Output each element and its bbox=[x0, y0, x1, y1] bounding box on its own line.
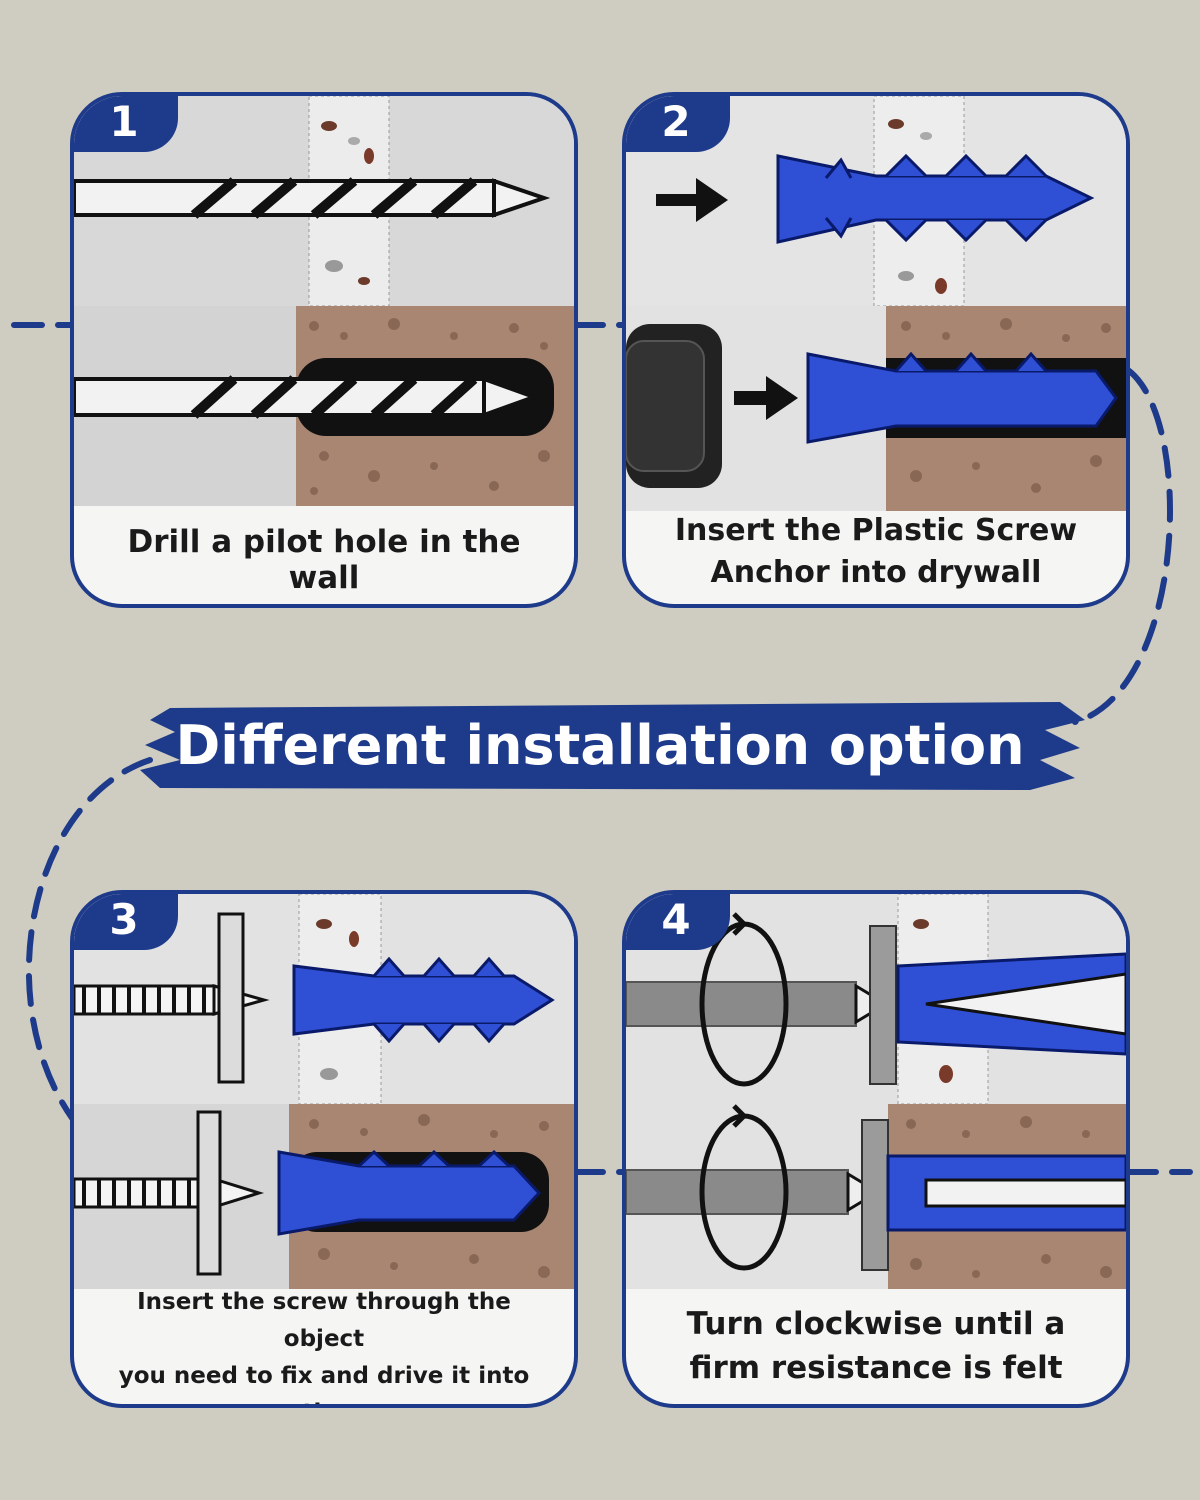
arrow-right-icon bbox=[734, 376, 798, 420]
wall-anchor-icon bbox=[886, 1154, 1126, 1232]
screw-icon bbox=[74, 984, 270, 1016]
rotate-clockwise-icon bbox=[699, 1104, 789, 1271]
step-panel-1: 1 Drill a pilot hole in the wall bbox=[70, 92, 578, 608]
banner-brush bbox=[140, 702, 1085, 790]
step-panel-3: 3 Insert the screw through the object yo… bbox=[70, 890, 578, 1408]
step-number-badge: 2 bbox=[626, 96, 730, 152]
step-caption: Insert the screw through the object you … bbox=[118, 1289, 530, 1404]
wall-anchor-icon bbox=[277, 1149, 542, 1236]
tighten-illustration bbox=[626, 894, 1126, 1289]
hammer-icon bbox=[626, 324, 722, 488]
step-panel-4: 4 Turn clockwise until a firm resistance… bbox=[622, 890, 1130, 1408]
wall-anchor-icon bbox=[776, 153, 1095, 244]
drill-bit-icon bbox=[74, 177, 551, 219]
step-number-badge: 4 bbox=[626, 894, 730, 950]
drill-bit-icon bbox=[74, 375, 540, 419]
step-caption: Drill a pilot hole in the wall bbox=[127, 524, 521, 596]
step-number-badge: 1 bbox=[74, 96, 178, 152]
step-caption: Turn clockwise until a firm resistance i… bbox=[686, 1306, 1066, 1386]
step-caption: Insert the Plastic Screw Anchor into dry… bbox=[674, 513, 1078, 590]
wall-anchor-icon bbox=[806, 351, 1118, 444]
rotate-clockwise-icon bbox=[699, 912, 789, 1087]
screw-icon bbox=[74, 1176, 265, 1210]
step-panel-2: 2 Insert the Plastic Screw Anchor into d… bbox=[622, 92, 1130, 608]
wall-anchor-icon bbox=[292, 956, 555, 1044]
step-number-badge: 3 bbox=[74, 894, 178, 950]
screw-insert-illustration bbox=[74, 894, 574, 1289]
wall-anchor-icon bbox=[896, 952, 1126, 1056]
anchor-insert-illustration bbox=[626, 96, 1126, 511]
banner-title: Different installation option bbox=[175, 714, 1025, 777]
arrow-right-icon bbox=[656, 178, 728, 222]
drill-illustration bbox=[74, 96, 574, 506]
